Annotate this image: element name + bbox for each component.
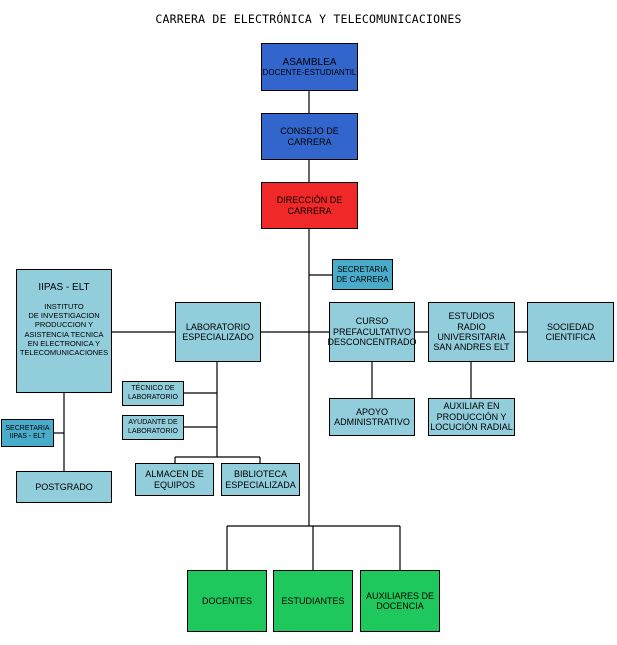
node-sociedad: SOCIEDAD CIENTIFICA: [527, 302, 614, 362]
node-tecnico: TÉCNICO DE LABORATORIO: [122, 381, 184, 406]
node-auxiliar-radial: AUXILIAR EN PRODUCCIÓN Y LOCUCIÓN RADIAL: [428, 398, 515, 436]
node-almacen: ALMACEN DE EQUIPOS: [135, 463, 214, 496]
node-postgrado: POSTGRADO: [16, 471, 112, 503]
node-auxiliares-docencia: AUXILIARES DE DOCENCIA: [360, 570, 440, 632]
node-direccion: DIRECCIÓN DE CARRERA: [261, 182, 358, 229]
node-ayudante: AYUDANTE DE LABORATORIO: [122, 415, 184, 440]
node-biblioteca: BIBLIOTECA ESPECIALIZADA: [221, 463, 300, 496]
iipas-title: IIPAS - ELT: [38, 282, 90, 293]
asamblea-subtitle: DOCENTE-ESTUDIANTIL: [262, 68, 357, 78]
node-docentes: DOCENTES: [187, 570, 267, 632]
node-consejo: CONSEJO DE CARRERA: [261, 113, 358, 160]
node-secretaria-carrera: SECRETARIA DE CARRERA: [332, 259, 393, 290]
iipas-description: INSTITUTO DE INVESTIGACION PRODUCCION Y …: [19, 301, 109, 358]
asamblea-title: ASAMBLEA: [282, 56, 337, 68]
chart-title: CARRERA DE ELECTRÓNICA Y TELECOMUNICACIO…: [155, 12, 462, 26]
node-iipas: IIPAS - ELT INSTITUTO DE INVESTIGACION P…: [16, 269, 112, 393]
node-secretaria-iipas: SECRETARIA IIPAS - ELT: [1, 419, 54, 447]
node-apoyo: APOYO ADMINISTRATIVO: [329, 398, 415, 436]
node-estudiantes: ESTUDIANTES: [273, 570, 353, 632]
node-estudios-radio: ESTUDIOS RADIO UNIVERSITARIA SAN ANDRES …: [428, 302, 515, 362]
node-asamblea: ASAMBLEA DOCENTE-ESTUDIANTIL: [261, 43, 358, 91]
node-laboratorio: LABORATORIO ESPECIALIZADO: [175, 302, 261, 362]
node-curso: CURSO PREFACULTATIVO DESCONCENTRADO: [328, 302, 417, 362]
